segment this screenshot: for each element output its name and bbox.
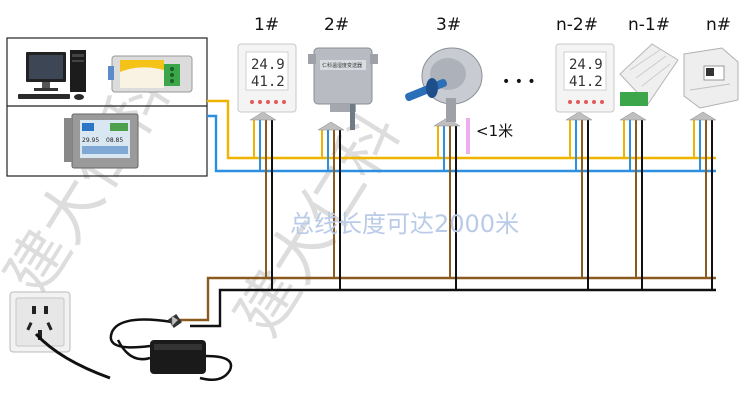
wall-outlet-icon: [9, 291, 111, 380]
box-sensor-n: [683, 47, 739, 109]
rail-module-n-1: [619, 43, 679, 106]
svg-text:29.95: 29.95: [82, 137, 99, 144]
device-label: 1#: [254, 15, 279, 35]
device-labels: 1# 2# 3# n-2# n-1# n#: [254, 15, 731, 35]
svg-text:08.85: 08.85: [106, 137, 123, 144]
bus-length-note: 总线长度可达2000米: [290, 210, 519, 238]
desktop-computer-icon: [18, 50, 86, 100]
device-label: n#: [706, 15, 731, 35]
wall-transmitter-2: 仁科温湿度变送器: [308, 47, 378, 130]
bus-line-b: [207, 114, 716, 173]
power-plug-icon: [171, 315, 179, 327]
device-label: n-2#: [556, 15, 598, 35]
power-line-negative: [190, 288, 716, 328]
touch-screen-icon: 29.95 08.85: [64, 113, 139, 169]
device-label: 3#: [436, 15, 461, 35]
bus-line-a: [207, 99, 716, 160]
display-sensor-n-2: 24.9 41.2: [555, 43, 615, 113]
svg-text:仁科温湿度变送器: 仁科温湿度变送器: [322, 62, 362, 69]
device-drops: [253, 118, 713, 290]
svg-text:24.9: 24.9: [569, 57, 603, 73]
device-label: n-1#: [628, 15, 670, 35]
display-sensor-1: 24.9 41.2: [237, 43, 297, 113]
branch-length-note: <1米: [476, 122, 513, 140]
duct-probe-3: [405, 47, 483, 122]
svg-text:41.2: 41.2: [251, 74, 285, 90]
svg-text:41.2: 41.2: [569, 74, 603, 90]
power-adapter-icon: [109, 314, 233, 381]
wire-terminals: [249, 111, 717, 131]
signal-bus: [207, 99, 716, 173]
power-line-positive: [177, 276, 716, 322]
controller-box: 29.95 08.85: [6, 37, 208, 177]
power-lines: [177, 276, 716, 328]
branch-length-marker: [466, 118, 470, 154]
svg-text:24.9: 24.9: [251, 57, 285, 73]
device-label: 2#: [324, 15, 349, 35]
ellipsis: • • •: [502, 74, 536, 90]
converter-module-icon: [108, 55, 193, 93]
